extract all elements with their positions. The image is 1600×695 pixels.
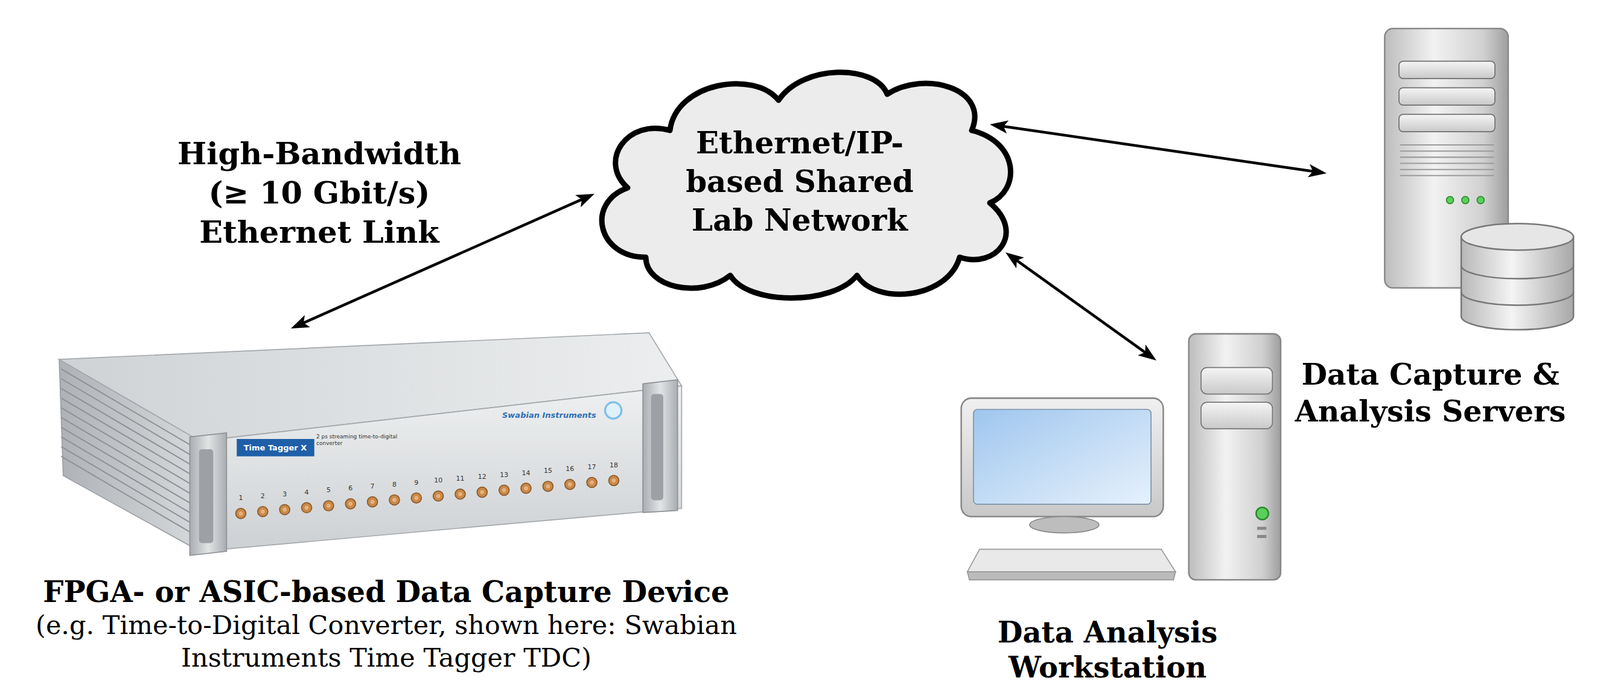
keyboard-edge [967,571,1176,581]
node-heading: Data Capture & Analysis Servers [1270,356,1591,430]
channel-number: 7 [363,482,381,491]
model-subtitle: 2 ps streaming time-to-digital converter [316,433,398,447]
edge-label: High-Bandwidth (≥ 10 Gbit/s) Ethernet Li… [156,133,483,252]
channel-number: 11 [452,474,469,483]
database-top [1461,223,1574,250]
vents [1400,144,1495,176]
channel-number: 1 [232,493,250,502]
ear-handle [651,394,664,501]
model-name: Time Tagger X [236,438,314,457]
workstation: Data Analysis Workstation [932,325,1283,685]
model-plate [236,438,314,457]
channel-number: 15 [539,466,557,475]
status-leds [1446,196,1485,204]
channel-number: 17 [583,462,601,471]
slot [1257,534,1267,538]
node-heading: Data Analysis Workstation [932,614,1283,685]
connector [1012,257,1150,356]
node-heading: Ethernet/IP-based Shared Lab Network [666,123,933,240]
pc-tower [1188,333,1281,580]
channel-number: 5 [319,485,337,494]
drive-bay [1399,87,1495,106]
server-rack: Data Capture & Analysis Servers [1270,21,1591,430]
drive-bay [1399,114,1495,132]
channel-number: 14 [517,468,535,477]
power-led [1255,506,1269,520]
channel-number: 8 [385,480,403,489]
node-heading: FPGA- or ASIC-based Data Capture Device [12,574,761,609]
cloud-text-area: Ethernet/IP-based Shared Lab Network [573,57,1027,306]
drive-bay [1201,367,1273,395]
channel-number: 9 [407,478,425,487]
channel-number: 16 [561,464,579,473]
capture-device: FPGA- or ASIC-based Data Capture Device(… [12,323,761,674]
cloud-shape [601,72,1011,299]
channel-number: 3 [276,490,294,498]
node-body: (e.g. Time-to-Digital Converter, shown h… [12,608,761,674]
channel-number: 10 [429,476,447,485]
connector-pins [239,478,617,515]
rack-ear [642,379,678,513]
rack-ear [189,432,227,556]
power-button [605,401,622,419]
monitor [961,397,1164,517]
channel-number: 13 [495,470,513,479]
connector [998,125,1319,173]
slot [1257,526,1267,530]
drive-bay [1201,401,1273,429]
drive-bay [1399,60,1495,79]
ear-handle [199,449,214,544]
screen [973,409,1151,504]
brand-name: Swabian Instruments [502,410,605,421]
database-rings [1461,265,1574,306]
device-front [199,385,682,552]
channel-number: 18 [605,461,623,469]
workstation-icon [961,333,1281,580]
sma-connectors [235,474,620,519]
channel-number: 6 [342,484,360,492]
illustration-scale [59,28,1574,580]
network-cloud: Ethernet/IP-based Shared Lab Network [573,57,1027,306]
channel-number: 12 [473,472,491,481]
server-icon [1384,28,1574,330]
keyboard [967,549,1176,572]
channel-number: 4 [298,488,316,497]
channel-number: 2 [254,491,271,500]
time-tagger-device [59,332,682,556]
monitor-base [1029,516,1100,533]
